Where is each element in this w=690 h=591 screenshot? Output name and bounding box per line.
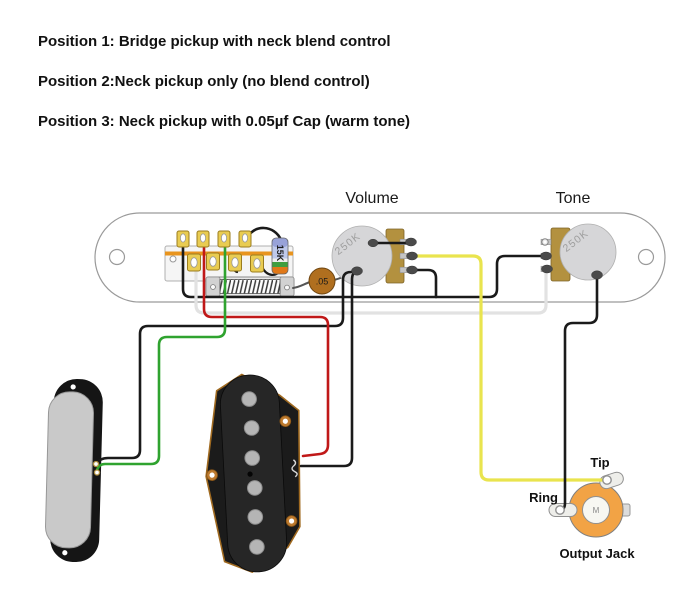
bridge-wire-anchor xyxy=(291,459,298,478)
bridge-pickup-bobbin xyxy=(219,374,288,573)
neck-pickup xyxy=(45,379,103,563)
jack-ring-hole xyxy=(555,505,565,515)
switch-top-lugs xyxy=(176,230,252,248)
jack-marking: M xyxy=(593,506,600,515)
bridge-pickup xyxy=(205,373,301,573)
volume-jack-yellow-wire xyxy=(410,254,607,482)
wirewound-resistor xyxy=(205,276,295,297)
jack-bushing xyxy=(582,496,610,524)
volume-input-black-wire xyxy=(409,268,438,299)
switch-stripe xyxy=(165,251,293,256)
tone-label: Tone xyxy=(556,190,591,207)
volume-lug-1 xyxy=(405,237,417,247)
neck-pickup-cover xyxy=(45,391,94,549)
jack-tip-hole xyxy=(602,475,612,485)
neck-pickup-eyelets xyxy=(92,460,101,476)
position-3-label: Position 3: Neck pickup with 0.05µf Cap … xyxy=(38,113,411,130)
switch-lugs xyxy=(176,230,264,273)
pole-piece xyxy=(246,480,263,496)
volume-ground-dot xyxy=(351,266,363,276)
pot-terminals xyxy=(351,237,603,280)
volume-label: Volume xyxy=(345,190,398,207)
volume-lug-3 xyxy=(406,265,418,275)
jack-lug-holes xyxy=(555,475,612,515)
tone-pot-body xyxy=(559,223,617,281)
pole-piece xyxy=(244,450,261,466)
position-1-label: Position 1: Bridge pickup with neck blen… xyxy=(38,33,391,50)
capacitor-value-label: .05 xyxy=(316,277,329,287)
tone-lug-2 xyxy=(540,251,552,261)
coil-capacitor-lead xyxy=(292,281,311,289)
bridge-red-wire xyxy=(202,242,330,458)
pole-piece xyxy=(243,420,260,436)
volume-lug-2 xyxy=(406,251,418,261)
tone-ground-black-wire xyxy=(560,272,599,512)
tone-pot: 250K xyxy=(540,223,617,282)
jack-ring-label: Ring xyxy=(529,490,558,505)
jack-tip-label: Tip xyxy=(590,455,609,470)
output-jack-label: Output Jack xyxy=(559,546,635,561)
tone-ground-dot xyxy=(591,270,603,280)
switch-tone-white-wire xyxy=(194,260,548,315)
neck-mount-hole-top xyxy=(70,384,76,390)
pole-piece xyxy=(241,391,257,407)
neck-ground-black-wire xyxy=(94,269,358,466)
resistor-15k: 15K xyxy=(271,237,289,275)
position-2-label: Position 2:Neck pickup only (no blend co… xyxy=(38,73,370,90)
switch-pivot-hole xyxy=(169,255,177,263)
pole-piece xyxy=(249,539,265,555)
tone-lug-3 xyxy=(541,264,553,274)
coil-winding xyxy=(220,279,280,294)
volume-casing-dot-top xyxy=(367,238,379,248)
plate-screw-hole-right xyxy=(637,248,655,266)
neck-green-wire xyxy=(95,242,227,474)
neck-mount-hole-bottom xyxy=(62,550,68,556)
plate-screw-hole-left xyxy=(108,248,126,266)
resistor-value-label: 15K xyxy=(275,245,285,262)
bobbin-dot xyxy=(247,471,253,477)
switch-output-black-wire xyxy=(181,243,544,299)
tone-capacitor: .05 xyxy=(308,267,336,295)
bridge-mount-holes xyxy=(206,415,298,527)
switch-bottom-lugs xyxy=(187,252,264,273)
pole-piece xyxy=(247,509,264,525)
